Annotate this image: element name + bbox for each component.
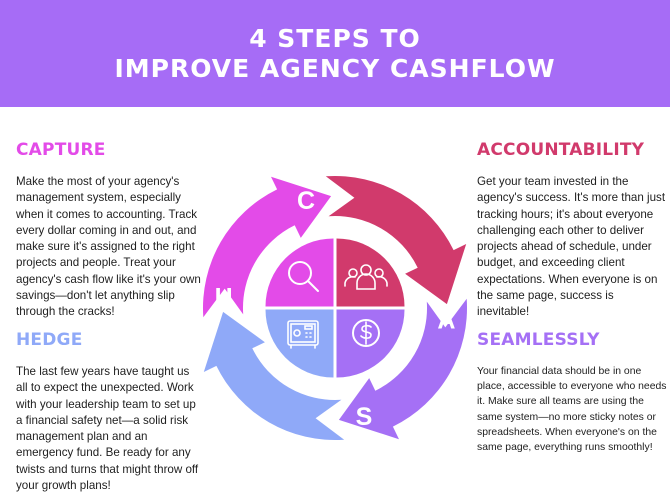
hedge-heading: HEDGE bbox=[16, 330, 83, 350]
accountability-section: ACCOUNTABILITY Get your team invested in… bbox=[477, 140, 667, 321]
dollar-icon bbox=[352, 319, 380, 347]
hedge-section: HEDGE The last few years have taught us … bbox=[16, 330, 202, 494]
accountability-body: Get your team invested in the agency's s… bbox=[477, 175, 666, 319]
accountability-heading: ACCOUNTABILITY bbox=[477, 140, 645, 160]
letter-c: C bbox=[297, 187, 315, 215]
letter-a: A bbox=[437, 307, 455, 335]
letter-h: H bbox=[215, 283, 233, 311]
capture-heading: CAPTURE bbox=[16, 140, 106, 160]
capture-quadrant bbox=[265, 238, 334, 307]
cycle-diagram: C A S H bbox=[202, 175, 468, 441]
title-line-1: 4 STEPS TO bbox=[249, 23, 421, 53]
hedge-quadrant bbox=[265, 309, 334, 378]
seamlessly-section: SEAMLESSLY Your financial data should be… bbox=[477, 330, 667, 455]
search-icon bbox=[288, 261, 319, 292]
seamlessly-quadrant bbox=[336, 309, 405, 378]
title-line-2: IMPROVE AGENCY CASHFLOW bbox=[114, 53, 556, 83]
letter-s: S bbox=[356, 403, 373, 431]
hedge-arrow bbox=[203, 311, 345, 441]
safe-icon bbox=[287, 320, 319, 349]
seamlessly-heading: SEAMLESSLY bbox=[477, 330, 600, 350]
hedge-body: The last few years have taught us all to… bbox=[16, 365, 199, 493]
team-icon bbox=[344, 264, 388, 290]
capture-arrow bbox=[202, 176, 332, 318]
header-banner: 4 STEPS TO IMPROVE AGENCY CASHFLOW bbox=[0, 0, 670, 107]
seamlessly-body: Your financial data should be in one pla… bbox=[477, 366, 667, 454]
capture-section: CAPTURE Make the most of your agency's m… bbox=[16, 140, 202, 321]
seamlessly-arrow bbox=[338, 298, 468, 440]
accountability-arrow bbox=[325, 175, 467, 305]
capture-body: Make the most of your agency's managemen… bbox=[16, 175, 201, 319]
